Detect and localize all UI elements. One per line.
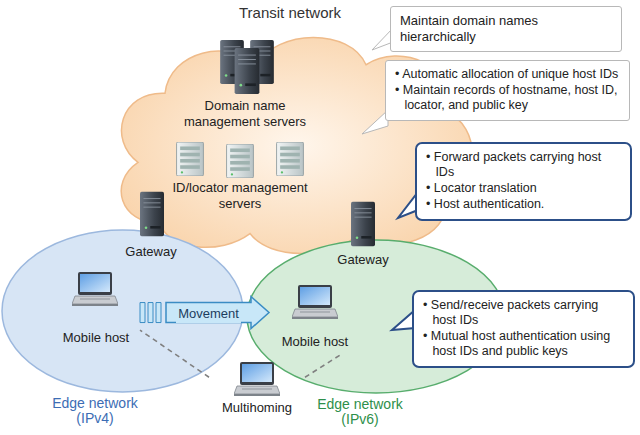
mobile-host: Mobile host <box>55 268 137 348</box>
node-label: Gateway <box>335 252 391 268</box>
callout-box: • Send/receive packets carrying host IDs… <box>412 290 635 368</box>
callout-box: • Forward packets carrying host IDs• Loc… <box>415 142 632 221</box>
callout-text: • Host authentication. <box>426 197 622 212</box>
callout-box: Maintain domain names hierarchically <box>390 6 622 52</box>
node-label: Multihoming <box>215 400 299 416</box>
movement-stripe <box>156 303 161 323</box>
callout-box: • Automatic allocation of unique host ID… <box>385 60 630 121</box>
edge-label: Movement <box>176 305 241 323</box>
callout-text: • Send/receive packets carrying host IDs <box>423 298 625 328</box>
node-label: Domain name management servers <box>173 98 317 129</box>
mobile-host: Multihoming <box>212 360 302 418</box>
gateway: Gateway <box>120 188 182 262</box>
server-group: Domain name management servers <box>170 36 320 131</box>
callout-text: • Mutual host authentication using host … <box>423 329 625 359</box>
cloud-shape <box>100 20 480 259</box>
node-label: Mobile host <box>275 334 355 350</box>
movement-stripe <box>140 303 145 323</box>
server-group: ID/locator management servers <box>160 136 320 213</box>
callout-text: • Forward packets carrying host IDs <box>426 150 622 180</box>
callout-text: • Maintain records of hostname, host ID,… <box>395 83 621 113</box>
edge-label-holder: Movement <box>166 304 251 323</box>
node-label: ID/locator management servers <box>163 180 317 211</box>
callout-text: • Automatic allocation of unique host ID… <box>395 67 621 82</box>
gateway: Gateway <box>332 198 394 270</box>
movement-stripe <box>148 303 153 323</box>
node-label: Gateway <box>123 244 179 260</box>
callout-text: Maintain domain names hierarchically <box>400 13 613 44</box>
callout-text: • Locator translation <box>426 181 622 196</box>
node-label: Edge network (IPv6) <box>308 397 412 428</box>
mobile-host: Mobile host <box>272 282 358 352</box>
edge-network: Edge network (IPv4) Mobile host <box>0 228 245 432</box>
node-label: Edge network (IPv4) <box>43 396 147 427</box>
node-label: Mobile host <box>58 330 134 346</box>
